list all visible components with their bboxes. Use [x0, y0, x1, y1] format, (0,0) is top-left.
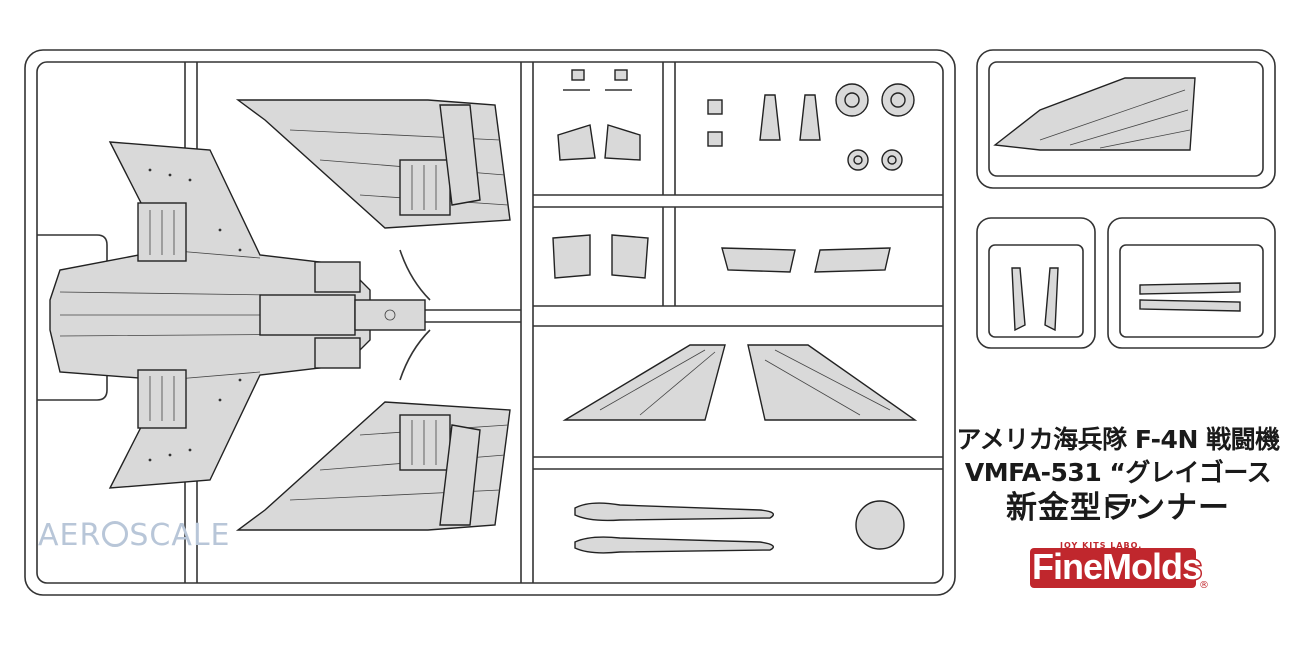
brand-tagline: JOY KITS LABO.	[1060, 541, 1143, 550]
rivet-detail-icon	[148, 168, 242, 462]
lower-fuselage-part	[49, 141, 426, 489]
aeroscale-watermark: AER SCALE	[38, 518, 231, 553]
intake-parts	[552, 234, 891, 279]
small-parts-cell-a	[557, 69, 641, 161]
landing-gear-parts	[707, 83, 915, 171]
wheel-icon	[835, 83, 915, 171]
brand-registered: ®	[1199, 580, 1209, 591]
fuel-tank-parts	[574, 500, 905, 554]
caption-line-1: アメリカ海兵隊 F-4N 戦闘機	[956, 425, 1280, 454]
main-runner-frame	[24, 49, 956, 596]
watermark-left: AER	[38, 518, 102, 553]
caption-line-2: VMFA-531 “グレイゴースト”	[964, 458, 1272, 523]
brand-logo-icon	[1030, 548, 1196, 588]
stabilator-parts	[562, 344, 918, 421]
tail-fin-runner	[976, 49, 1276, 189]
pylon-runner-left	[976, 217, 1096, 349]
outer-wing-lower-part	[235, 401, 511, 531]
watermark-right: SCALE	[129, 518, 231, 553]
pylon-runner-right	[1107, 217, 1276, 349]
brand-name: FineMolds	[1031, 545, 1204, 589]
outer-wing-upper-part	[235, 99, 511, 229]
watermark-circle-icon	[102, 521, 129, 547]
caption-line-3: 新金型ランナー	[1006, 490, 1230, 526]
